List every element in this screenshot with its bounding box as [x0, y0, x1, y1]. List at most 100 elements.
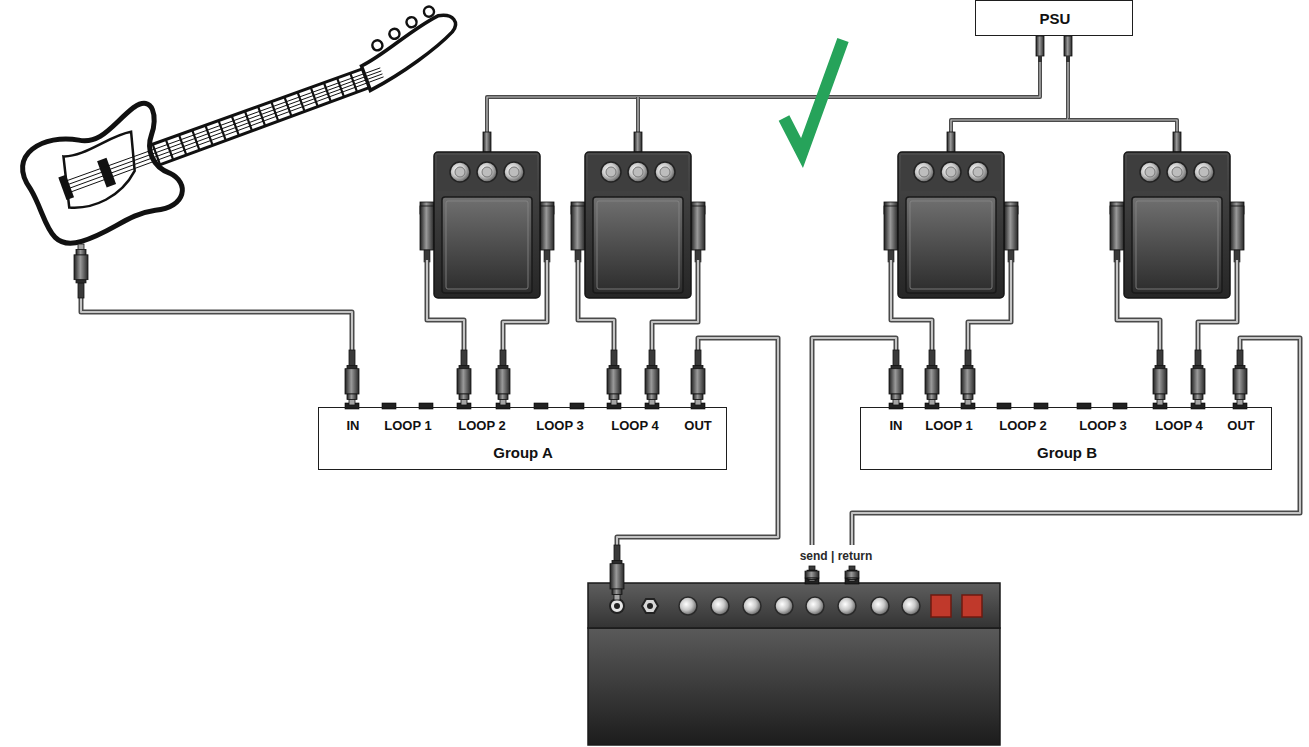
- footswitch-plate: [593, 197, 683, 293]
- pedal-knob-center: [1145, 167, 1155, 177]
- footswitch-plate-edge: [597, 201, 679, 289]
- plug-part: [845, 571, 859, 578]
- jack-socket: [382, 403, 396, 409]
- cable-connector-group: [617, 338, 778, 545]
- cable-connector: [852, 338, 1300, 545]
- plug-part: [349, 350, 355, 365]
- plug-part: [78, 283, 84, 298]
- jack-plug: [691, 350, 705, 405]
- port-label: LOOP 4: [611, 419, 658, 434]
- jack-plug: [805, 566, 819, 581]
- cable-core: [427, 260, 464, 352]
- plug-part: [611, 350, 617, 365]
- plug-elbow: [1004, 206, 1018, 250]
- cable-core: [503, 260, 547, 352]
- pedal-knob-center: [946, 167, 956, 177]
- cable: [891, 260, 932, 352]
- power-plug-boot: [1066, 56, 1070, 62]
- plug-part: [1235, 394, 1245, 400]
- jack-plug: [1153, 350, 1167, 405]
- guitar-string: [67, 74, 383, 189]
- plug-part: [1237, 400, 1243, 406]
- plug-part: [1157, 350, 1163, 365]
- cable-core: [1117, 260, 1160, 352]
- plug-elbow: [1110, 206, 1124, 250]
- pedal-knob-center: [1199, 167, 1209, 177]
- cable-core: [951, 60, 1068, 134]
- cable: [503, 260, 547, 352]
- effect-pedal: [571, 132, 705, 298]
- footswitch-plate: [906, 197, 996, 293]
- plug-part: [927, 365, 937, 368]
- port-label: LOOP 3: [1079, 419, 1126, 434]
- jack-plug: [961, 350, 975, 405]
- port-label: PSU: [1040, 10, 1071, 27]
- port-label: LOOP 1: [384, 419, 431, 434]
- pedal-knob-center: [973, 167, 983, 177]
- plug-part: [609, 365, 619, 368]
- plug-part: [500, 350, 506, 365]
- jack-socket: [1034, 403, 1048, 409]
- cable: [951, 60, 1068, 134]
- plug-elbow: [884, 206, 898, 250]
- plug-part: [649, 400, 655, 406]
- guitar-tuner: [371, 39, 384, 52]
- plug-part: [74, 255, 88, 280]
- pedal-knob-center: [455, 167, 465, 177]
- plug-part: [893, 350, 899, 365]
- pedal-knob-center: [482, 167, 492, 177]
- cable-connector: [617, 338, 778, 545]
- plug-part: [78, 244, 84, 249]
- guitar-string: [68, 77, 384, 193]
- pedal-knob: [1140, 162, 1160, 182]
- group-label: Group A: [493, 444, 552, 461]
- cable-core: [968, 260, 1011, 352]
- pedal-knob: [628, 162, 648, 182]
- plug-part: [1155, 365, 1165, 368]
- plug-part: [645, 369, 659, 394]
- plug-part: [647, 394, 657, 400]
- plug-part: [695, 400, 701, 406]
- footswitch-plate-edge: [1136, 201, 1218, 289]
- pedal-top: [901, 155, 1001, 191]
- fx-loop-jack: [845, 578, 859, 584]
- pedal-knob: [601, 162, 621, 182]
- cable-core: [1198, 260, 1237, 352]
- jack-plug: [889, 350, 903, 405]
- plug-part: [1235, 365, 1245, 368]
- pedal-knob-center: [633, 167, 643, 177]
- cable: [1117, 260, 1160, 352]
- cable-core: [1068, 120, 1177, 134]
- jack-socket: [1077, 403, 1091, 409]
- plug-part: [607, 369, 621, 394]
- jack-plug: [1233, 350, 1247, 405]
- jack-plug: [345, 350, 359, 405]
- pedal-top: [588, 155, 688, 191]
- jack-sockets: [345, 403, 1247, 409]
- plug-part: [612, 560, 622, 563]
- jack-socket: [1113, 403, 1127, 409]
- guitar-headstock: [354, 11, 467, 90]
- footswitch-plate: [1132, 197, 1222, 293]
- plug-part: [695, 350, 701, 365]
- jack-socket: [997, 403, 1011, 409]
- plug-elbow: [420, 206, 434, 250]
- amp-knob: [679, 597, 697, 615]
- plug-part: [927, 394, 937, 400]
- pedal-knob-center: [606, 167, 616, 177]
- pedal-knob: [968, 162, 988, 182]
- cable-core: [617, 338, 778, 545]
- cable-core: [487, 60, 1040, 134]
- effect-pedal: [1110, 132, 1244, 298]
- effect-pedal: [884, 132, 1018, 298]
- amplifier: [588, 578, 1000, 745]
- port-label: LOOP 2: [999, 419, 1046, 434]
- amp-knob: [806, 597, 824, 615]
- plug-part: [347, 394, 357, 400]
- cable-core: [652, 260, 698, 352]
- looper-box: INLOOP 1LOOP 2LOOP 3LOOP 4OUTGroup A: [318, 407, 727, 470]
- cable: [487, 60, 1040, 134]
- power-plug-boot: [1038, 56, 1042, 62]
- plug-part: [1237, 350, 1243, 365]
- plug-part: [809, 580, 815, 582]
